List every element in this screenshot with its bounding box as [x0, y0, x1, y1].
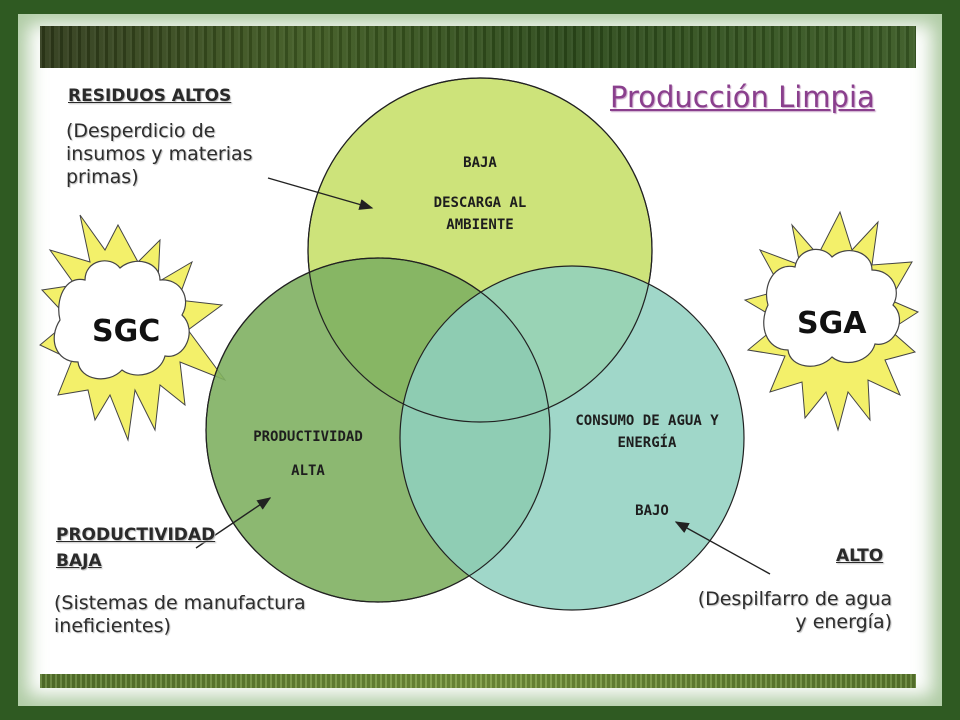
note-bottom-left-description: (Sistemas de manufactura ineficientes) — [54, 592, 306, 637]
note-top-left-heading: RESIDUOS ALTOS — [68, 86, 232, 106]
page-title: Producción Limpia — [610, 80, 875, 114]
sgc-burst-shape — [39, 214, 227, 442]
note-bottom-right-heading: ALTO — [836, 546, 884, 566]
arrow-top-left — [267, 177, 374, 210]
right-circle-label: BAJO — [635, 503, 669, 519]
right-circle — [399, 265, 745, 611]
sga-burst-shape — [743, 210, 920, 432]
left-circle-text: ALTA — [291, 463, 325, 479]
note-bottom-right-description: (Despilfarro de agua y energía) — [697, 588, 892, 633]
left-circle-label: PRODUCTIVIDAD — [253, 429, 363, 445]
arrow-bottom-left — [195, 497, 272, 549]
bottom-banner — [40, 674, 916, 688]
sgc-badge: SGC — [92, 314, 161, 349]
sga-badge: SGA — [797, 306, 867, 341]
arrow-bottom-right — [674, 521, 771, 575]
note-top-left-description: (Desperdicio de insumos y materias prima… — [66, 120, 253, 188]
note-bottom-left-heading: PRODUCTIVIDAD BAJA — [56, 525, 216, 571]
top-circle-label: BAJA — [463, 155, 497, 171]
top-banner — [40, 26, 916, 68]
right-circle-text: CONSUMO DE AGUA Y ENERGÍA — [575, 413, 719, 451]
top-circle-text: DESCARGA AL AMBIENTE — [433, 195, 527, 233]
